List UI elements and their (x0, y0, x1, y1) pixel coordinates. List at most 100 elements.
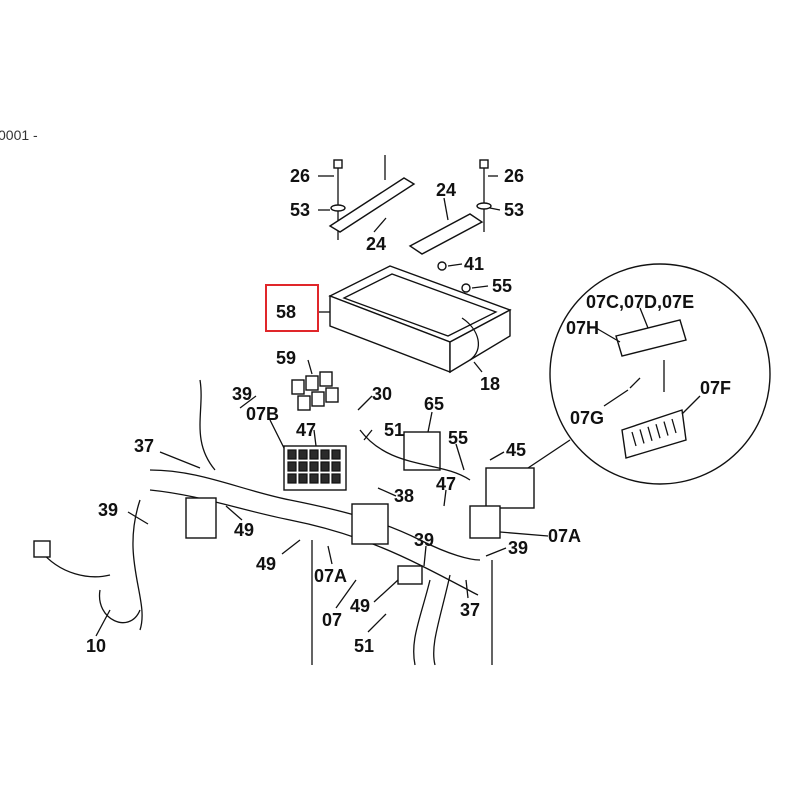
highlight-box (265, 284, 319, 332)
fuse (309, 449, 319, 460)
callout-37-left: 37 (134, 436, 154, 456)
callout-07f: 07F (700, 378, 731, 398)
washer-left (330, 204, 346, 212)
fuse (287, 473, 297, 484)
washer-right (476, 202, 492, 210)
connector-49-right (397, 565, 423, 585)
connector-07a-right (469, 505, 501, 539)
callout-07b: 07B (246, 404, 279, 424)
callout-07a-center: 07A (314, 566, 347, 586)
bolt-head-right (479, 159, 489, 169)
callout-07a-right: 07A (548, 526, 581, 546)
connector-cover-07h (615, 319, 687, 357)
module-45 (485, 467, 535, 509)
relay (305, 375, 319, 391)
fuse (309, 461, 319, 472)
wire-harness (33, 379, 501, 666)
harness-branch-top (199, 379, 216, 471)
callout-55-mid: 55 (448, 428, 468, 448)
harness-branch-65 (359, 429, 471, 481)
callout-47-left: 47 (296, 420, 316, 440)
callout-53-right: 53 (504, 200, 524, 220)
unit-strap (461, 317, 480, 361)
fuse (320, 461, 330, 472)
connector-07f (621, 409, 687, 459)
connector-pins (631, 418, 677, 447)
callout-65: 65 (424, 394, 444, 414)
callout-59: 59 (276, 348, 296, 368)
harness-branch-left (132, 499, 143, 631)
detail-leader (527, 439, 571, 469)
leader-lines (95, 175, 701, 637)
fuse (287, 461, 297, 472)
terminal-07g (629, 377, 641, 389)
connector-center (351, 503, 389, 545)
callout-53-left: 53 (290, 200, 310, 220)
connector-pin (655, 424, 661, 439)
callout-24-left: 24 (366, 234, 386, 254)
control-unit-assembly (328, 155, 512, 374)
bracket-left (328, 177, 416, 233)
fuse (298, 461, 308, 472)
connector-pin (671, 418, 677, 434)
callout-07c-07d-07e: 07C,07D,07E (586, 292, 694, 312)
callout-07h: 07H (566, 318, 599, 338)
callout-45: 45 (506, 440, 526, 460)
callout-39-center: 39 (414, 530, 434, 550)
screw-41-right (437, 261, 447, 271)
unit-side-face (449, 308, 511, 374)
fuse (298, 473, 308, 484)
fuse (298, 449, 308, 460)
callout-39-top: 39 (232, 384, 252, 404)
harness-main-top (149, 469, 481, 561)
connector-left-end (33, 540, 51, 558)
relay (297, 395, 311, 411)
callout-37-right: 37 (460, 600, 480, 620)
callout-51-top: 51 (384, 420, 404, 440)
screw-55-top (461, 283, 471, 293)
bracket-right (408, 213, 484, 255)
callout-58-highlighted: 58 (276, 302, 296, 322)
fuse (287, 449, 297, 460)
fuse (331, 449, 341, 460)
callout-51-bottom: 51 (354, 636, 374, 656)
harness-down-right (413, 579, 431, 666)
callout-07g: 07G (570, 408, 604, 428)
relay-group (291, 371, 339, 411)
relay (319, 371, 333, 387)
fuse (331, 473, 341, 484)
page-fragment-text: 0001 - (0, 127, 38, 143)
callout-18: 18 (480, 374, 500, 394)
callout-49-left: 49 (234, 520, 254, 540)
callout-47-right: 47 (436, 474, 456, 494)
callout-55-top: 55 (492, 276, 512, 296)
clamp-10 (98, 589, 141, 624)
callout-labels: 26 53 24 26 53 24 41 55 18 58 59 39 30 0… (86, 166, 731, 656)
callout-39-left: 39 (98, 500, 118, 520)
connector-pin (639, 429, 645, 444)
fuse (320, 449, 330, 460)
callout-49-center: 49 (256, 554, 276, 574)
fuse-slots (287, 449, 341, 484)
connector-pin (663, 421, 669, 436)
callout-30: 30 (372, 384, 392, 404)
callout-07: 07 (322, 610, 342, 630)
callout-10: 10 (86, 636, 106, 656)
fuse (331, 461, 341, 472)
fuse (309, 473, 319, 484)
relay-fuse-block (283, 371, 535, 509)
fuse (320, 473, 330, 484)
callout-24-right: 24 (436, 180, 456, 200)
connector-pin (647, 426, 653, 441)
connector-pin (631, 431, 637, 447)
bolt-head-left (333, 159, 343, 169)
callout-38: 38 (394, 486, 414, 506)
relay (311, 391, 325, 407)
callout-49-bottom: 49 (350, 596, 370, 616)
harness-down-right-2 (433, 574, 451, 666)
callout-26-left: 26 (290, 166, 310, 186)
detail-circle (549, 263, 771, 485)
unit-lid-inset (342, 273, 498, 337)
